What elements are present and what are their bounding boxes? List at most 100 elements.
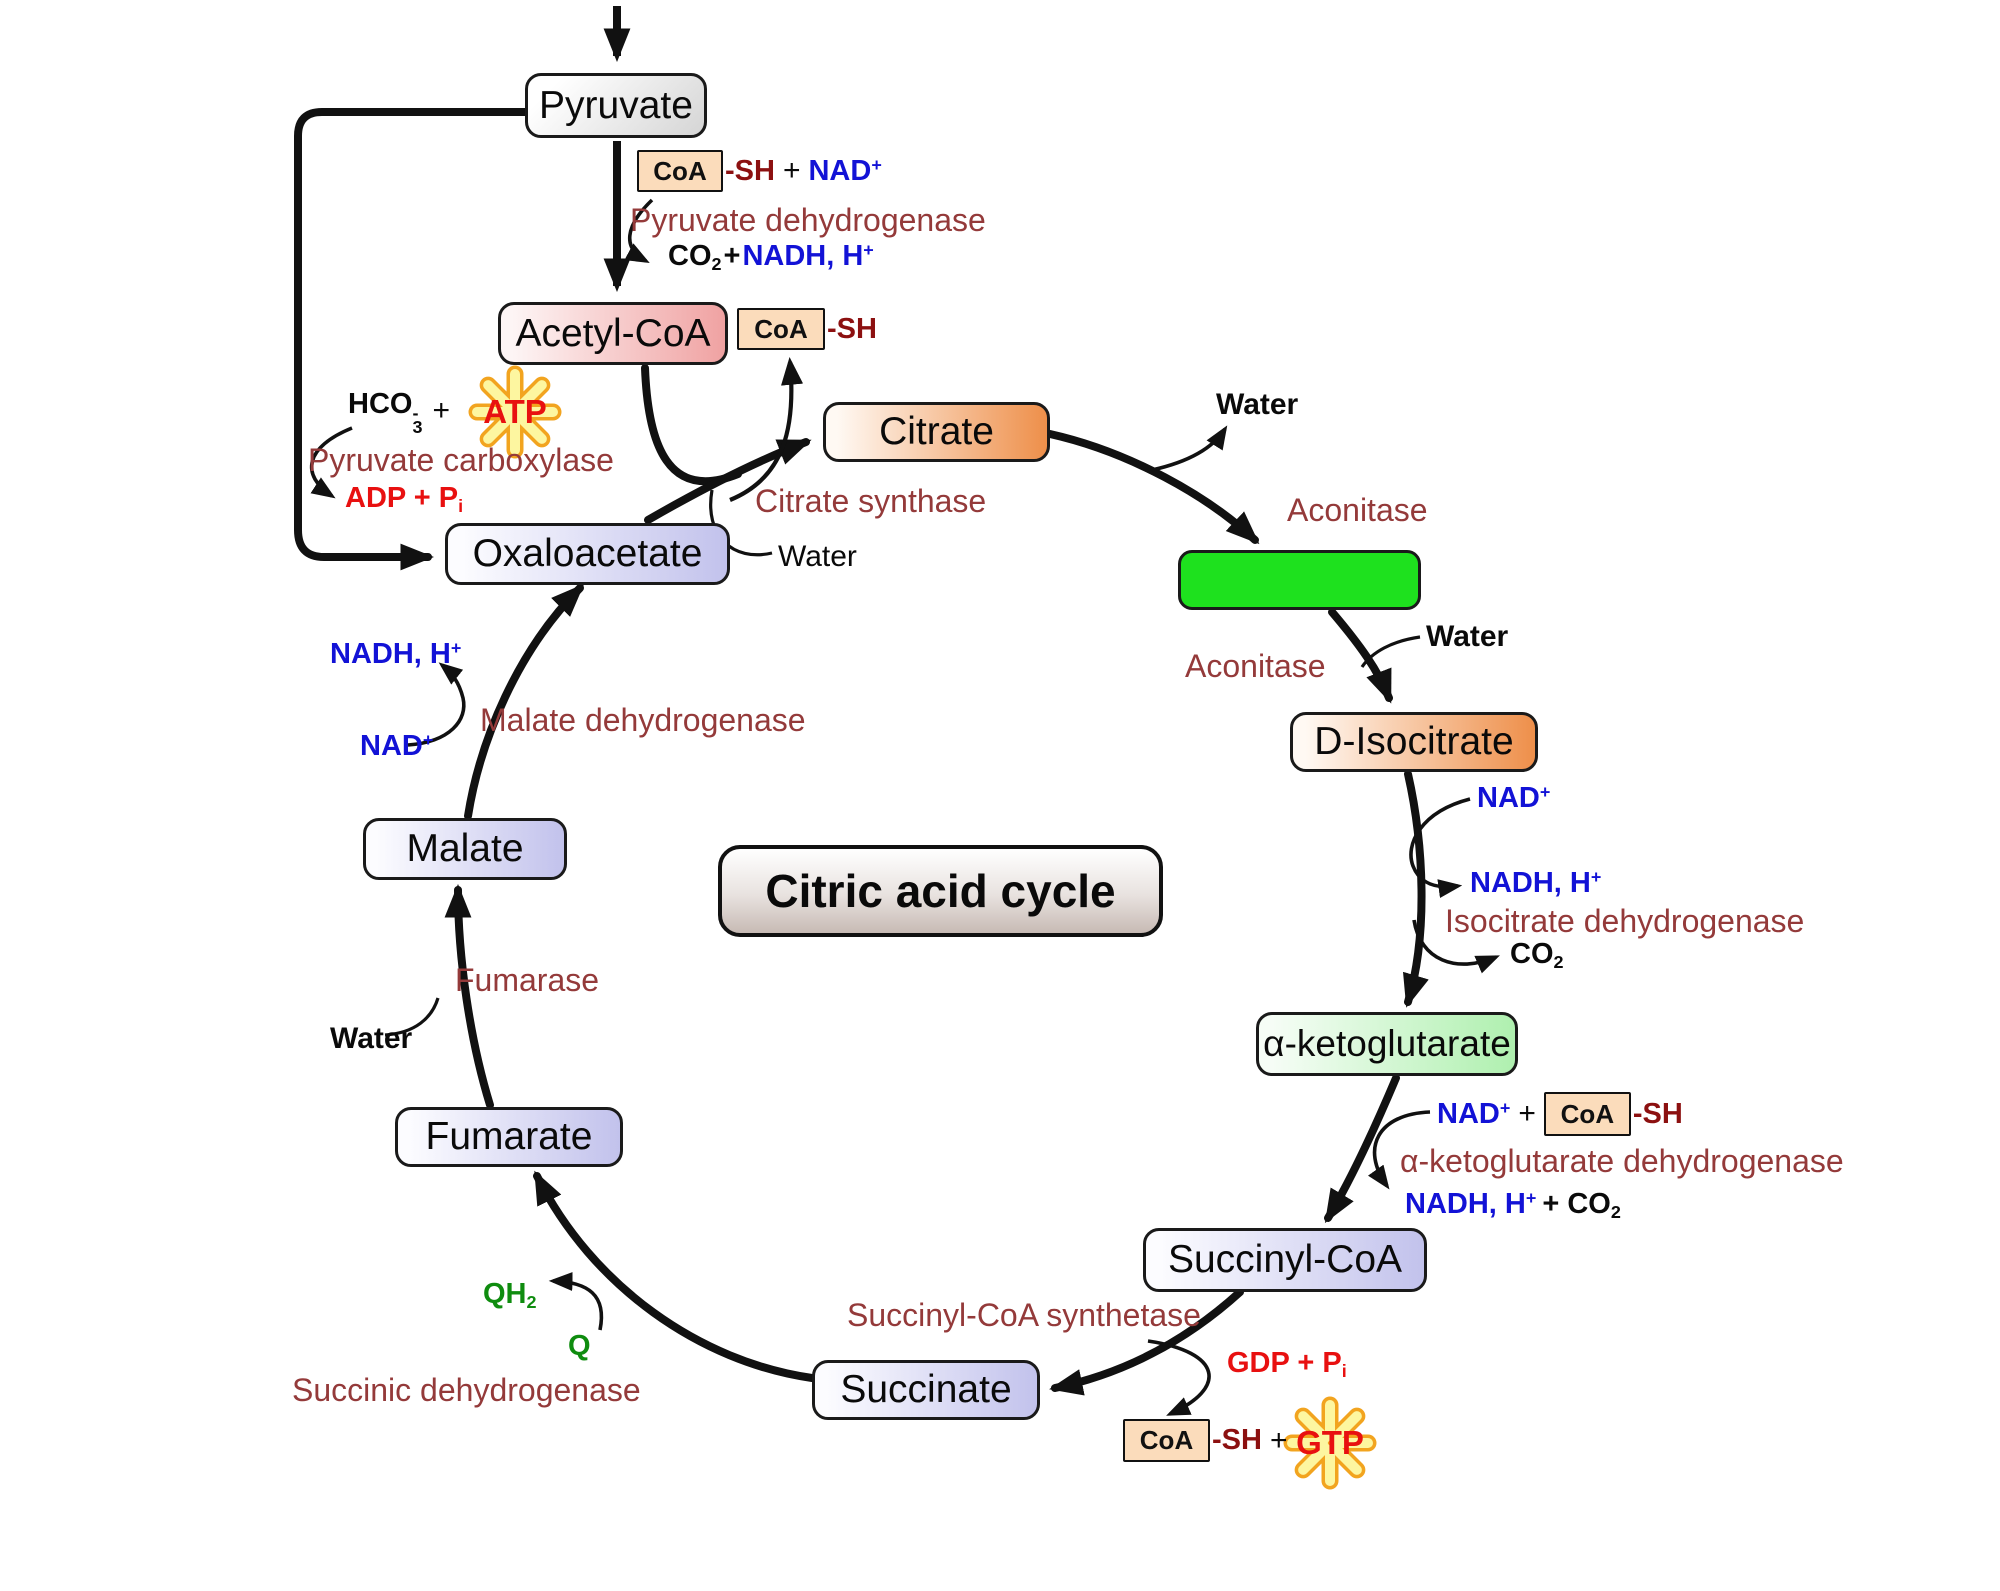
adp-pi-label: ADP + Pi [345, 482, 464, 517]
atp-star-icon [468, 365, 562, 459]
node-fumarate-label: Fumarate [425, 1115, 593, 1158]
akgdh-products: NADH, H+ + CO2 [1405, 1188, 1621, 1223]
water-label-citrate-synthase: Water [778, 540, 857, 573]
sh-label: -SH [827, 312, 877, 345]
node-alpha-ketoglutarate-label: α-ketoglutarate [1263, 1023, 1511, 1064]
enzyme-citrate-synthase: Citrate synthase [755, 483, 987, 519]
gtp-star-icon [1283, 1396, 1377, 1490]
curve-fumarase-water [384, 997, 440, 1037]
plus-sign: + [1269, 1423, 1288, 1457]
arrow-idh-co2 [1412, 919, 1500, 974]
enzyme-pyruvate-carboxylase: Pyruvate carboxylase [308, 442, 614, 478]
node-pyruvate-label: Pyruvate [539, 83, 693, 127]
enzyme-aconitase-lower: Aconitase [1185, 648, 1326, 684]
arrow-citrate-to-cisaconitate [1046, 430, 1260, 545]
qh2-label: QH2 [483, 1278, 537, 1313]
plus-sign: + [1518, 1097, 1536, 1130]
node-acetyl-coa: Acetyl-CoA [498, 302, 728, 365]
citrate-synthase-coa-release: CoA -SH [737, 308, 877, 350]
enzyme-succinic-dehydrogenase: Succinic dehydrogenase [292, 1372, 641, 1408]
gdp-pi-label: GDP + Pi [1227, 1347, 1347, 1382]
plus-sign: + [782, 154, 801, 187]
q-label: Q [568, 1330, 591, 1362]
arrow-malate-to-oxaloacetate [464, 583, 585, 820]
diagram-title: Citric acid cycle [718, 845, 1163, 937]
arrow-pdh-coa-to-co2 [624, 198, 654, 264]
curve-water-in-aconitase [1360, 635, 1421, 668]
coa-label: CoA [1560, 1098, 1615, 1129]
enzyme-aconitase-upper: Aconitase [1287, 492, 1428, 528]
arrow-coa-release-citrate [729, 357, 804, 502]
node-cis-aconitate [1178, 550, 1421, 610]
arrow-fumarate-to-malate [444, 883, 494, 1109]
coa-label: CoA [754, 313, 808, 344]
arrow-idh-nad-to-nadh [1409, 797, 1471, 899]
plus-sign: + [723, 240, 741, 272]
arrow-succinylcoa-to-succinate [1049, 1288, 1244, 1396]
enzyme-fumarase: Fumarase [455, 962, 600, 998]
nad-label: NAD+ [1437, 1097, 1511, 1130]
node-malate: Malate [363, 818, 567, 880]
idh-nadh-label: NADH, H+ [1470, 867, 1602, 899]
arrow-scs-gdp-to-coa [1147, 1339, 1211, 1416]
curve-acetylcoa-merge [641, 364, 742, 486]
carboxylase-substrates: HCO-3 + [348, 388, 450, 437]
node-acetyl-coa-label: Acetyl-CoA [515, 311, 711, 355]
arrow-succinate-to-fumarate [533, 1170, 816, 1382]
node-pyruvate: Pyruvate [525, 73, 707, 138]
co2-label: CO2 [668, 240, 722, 275]
sh-label: -SH [1212, 1424, 1262, 1456]
node-succinate: Succinate [812, 1360, 1040, 1420]
hco3-label: HCO-3 [348, 388, 423, 437]
arrow-mdh-nad-to-nadh [407, 662, 466, 747]
node-succinyl-coa: Succinyl-CoA [1143, 1228, 1427, 1292]
plus-co2-label: + CO2 [1542, 1188, 1621, 1223]
enzyme-succinyl-coa-synthetase: Succinyl-CoA synthetase [847, 1297, 1201, 1333]
diagram-title-label: Citric acid cycle [765, 865, 1116, 917]
coa-box: CoA [1123, 1419, 1210, 1462]
pdh-substrates: CoA -SH + NAD+ [637, 150, 882, 192]
enzyme-malate-dehydrogenase: Malate dehydrogenase [480, 702, 806, 738]
idh-co2-label: CO2 [1510, 938, 1564, 973]
mdh-nadh-label: NADH, H+ [330, 638, 462, 670]
arrow-oxaloacetate-to-citrate [644, 438, 812, 524]
node-d-isocitrate: D-Isocitrate [1290, 712, 1538, 772]
node-succinate-label: Succinate [840, 1368, 1012, 1411]
arrow-sdh-q-to-qh2 [548, 1272, 604, 1331]
coa-label: CoA [653, 155, 707, 186]
node-fumarate: Fumarate [395, 1107, 623, 1167]
coa-box: CoA [737, 308, 825, 350]
enzyme-isocitrate-dehydrogenase: Isocitrate dehydrogenase [1445, 903, 1805, 939]
sh-label: -SH [1632, 1097, 1683, 1130]
arrow-isocitrate-to-ketoglutarate [1402, 770, 1429, 1008]
node-oxaloacetate: Oxaloacetate [445, 523, 730, 585]
gtp-label: GTP [1296, 1424, 1364, 1461]
plus-sign: + [432, 394, 450, 428]
node-malate-label: Malate [406, 827, 524, 870]
arrow-carboxylase-atp-to-adp [309, 426, 353, 499]
water-label-fumarase: Water [330, 1022, 413, 1055]
arrow-cisaconitate-to-isocitrate [1328, 608, 1393, 704]
node-succinyl-coa-label: Succinyl-CoA [1167, 1238, 1403, 1281]
node-citrate-label: Citrate [879, 410, 994, 453]
mdh-nad-label: NAD+ [360, 730, 434, 762]
arrow-pyruvate-carboxylase-bypass [294, 108, 529, 571]
water-label-aconitase-in: Water [1426, 620, 1509, 653]
enzyme-pyruvate-dehydrogenase: Pyruvate dehydrogenase [630, 202, 986, 238]
enzyme-alpha-ketoglutarate-dehydrogenase: α-ketoglutarate dehydrogenase [1400, 1143, 1844, 1179]
node-citrate: Citrate [823, 402, 1050, 462]
node-d-isocitrate-label: D-Isocitrate [1314, 720, 1514, 763]
akgdh-substrates: NAD+ + CoA -SH [1437, 1092, 1683, 1136]
arrow-water-released-aconitase [1151, 425, 1228, 472]
water-label-aconitase-out: Water [1216, 388, 1299, 421]
scs-products: CoA -SH + [1123, 1419, 1287, 1462]
atp-label: ATP [483, 393, 547, 430]
pdh-products: CO2 + NADH, H+ [668, 240, 874, 275]
coa-box: CoA [1543, 1092, 1631, 1136]
nadh-label: NADH, H+ [742, 240, 874, 272]
coa-label: CoA [1139, 1425, 1194, 1455]
node-alpha-ketoglutarate: α-ketoglutarate [1256, 1012, 1518, 1076]
nadh-label: NADH, H+ [1405, 1188, 1537, 1220]
